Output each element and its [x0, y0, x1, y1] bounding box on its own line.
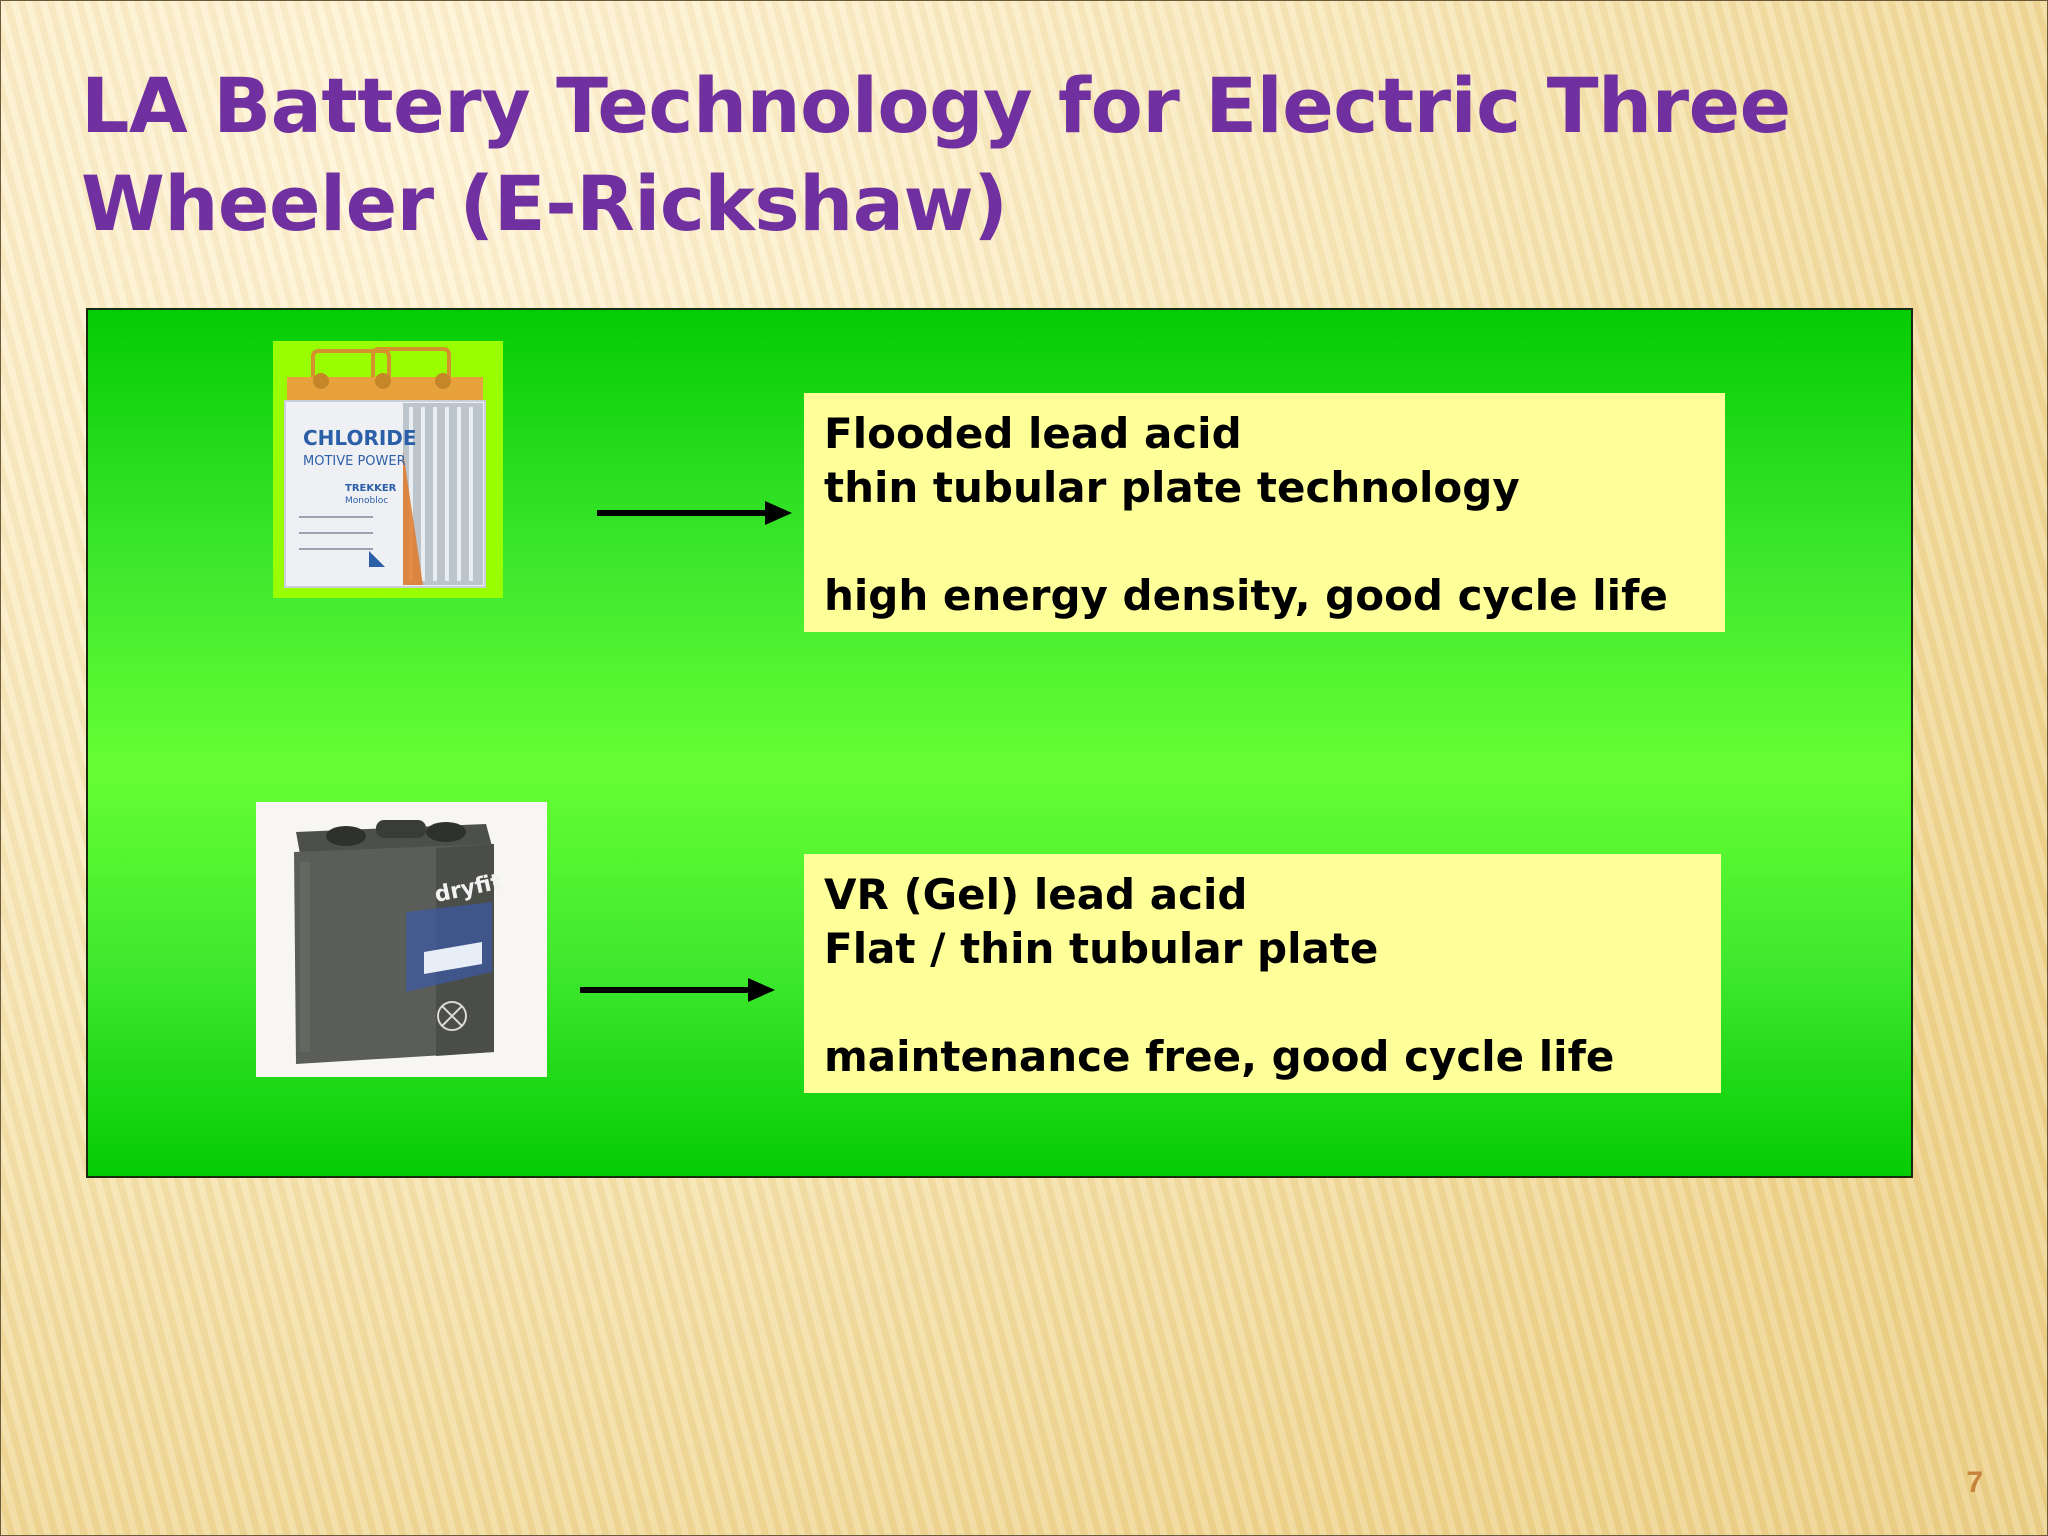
description-line: high energy density, good cycle life — [824, 571, 1668, 620]
page-number: 7 — [1966, 1466, 1983, 1499]
flooded-battery-image: CHLORIDE MOTIVE POWER TREKKER Monobloc — [273, 341, 503, 598]
flooded-battery-label-4: Monobloc — [345, 496, 388, 506]
gel-battery-icon: dryfit — [294, 820, 504, 1064]
description-line: Flat / thin tubular plate — [824, 924, 1379, 973]
flooded-battery-icon: CHLORIDE MOTIVE POWER TREKKER Monobloc — [284, 347, 486, 588]
flooded-battery-label-3: TREKKER — [345, 483, 397, 494]
description-line: maintenance free, good cycle life — [824, 1032, 1615, 1081]
description-line: thin tubular plate technology — [824, 463, 1520, 512]
title-line-2: Wheeler (E-Rickshaw) — [81, 159, 1008, 248]
slide-title: LA Battery Technology for Electric Three… — [81, 57, 1981, 253]
title-line-1: LA Battery Technology for Electric Three — [81, 61, 1791, 150]
gel-battery-image: dryfit — [256, 802, 547, 1077]
description-line: Flooded lead acid — [824, 409, 1242, 458]
description-line: VR (Gel) lead acid — [824, 870, 1248, 919]
arrow-right-icon — [597, 501, 792, 525]
arrow-right-icon — [580, 978, 775, 1002]
flooded-battery-label-2: MOTIVE POWER — [303, 454, 406, 469]
flooded-battery-brand: CHLORIDE — [303, 426, 417, 450]
flooded-lead-acid-description: Flooded lead acid thin tubular plate tec… — [804, 393, 1725, 632]
gel-lead-acid-description: VR (Gel) lead acid Flat / thin tubular p… — [804, 854, 1721, 1093]
